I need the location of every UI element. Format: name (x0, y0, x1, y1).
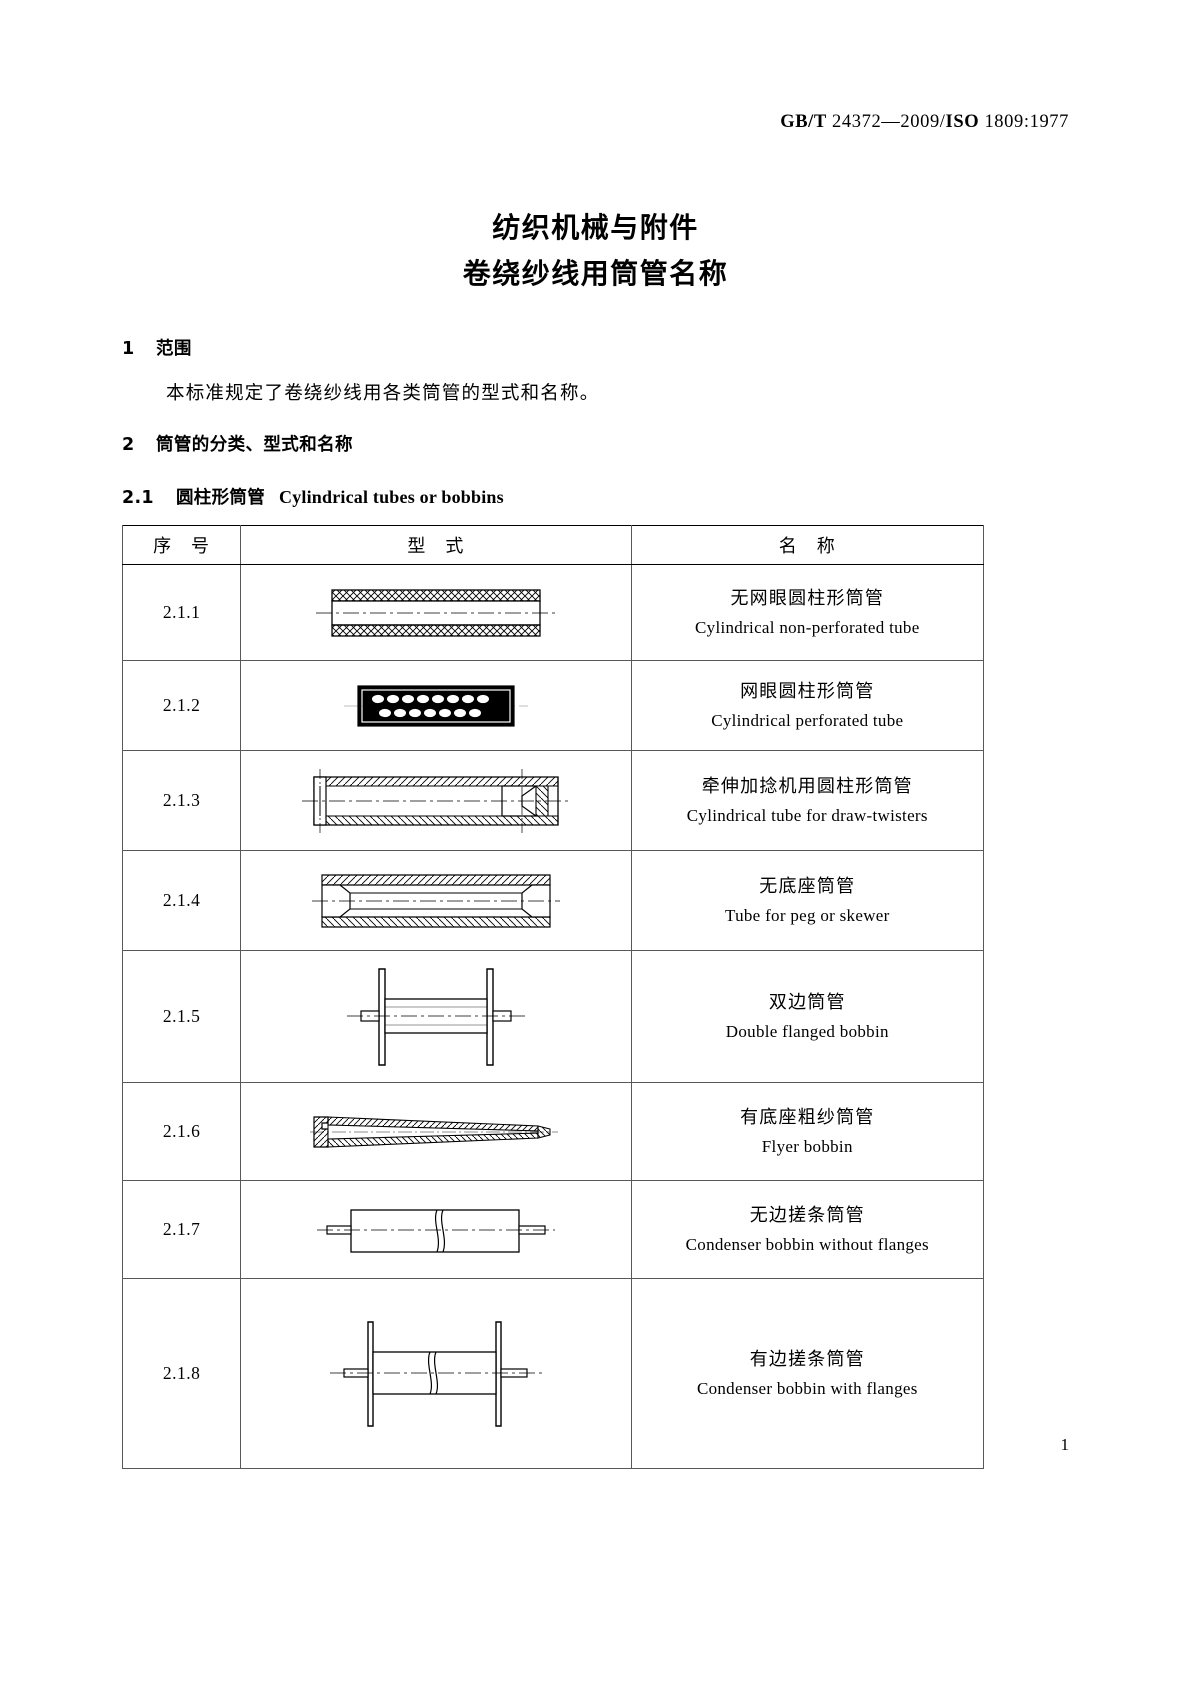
row-name-en: Condenser bobbin without flanges (685, 1234, 929, 1254)
running-header-iso: ISO (945, 112, 980, 132)
tube-classification-table: 序 号 型 式 名 称 2.1.1 (121, 525, 985, 1469)
running-header-gbt: GB/T (780, 112, 827, 132)
row-name-en: Cylindrical tube for draw-twisters (686, 805, 928, 825)
page-title: 纺织机械与附件 卷绕纱线用筒管名称 (0, 205, 1191, 297)
clause-2-heading: 2 筒管的分类、型式和名称 (122, 432, 1070, 458)
table-header-row: 序 号 型 式 名 称 (121, 525, 985, 565)
table-row: 2.1.2 (121, 660, 985, 751)
table-row: 2.1.3 (121, 750, 985, 851)
running-header-iso-number: 1809:1977 (979, 112, 1069, 132)
page-number: 1 (1060, 1435, 1070, 1454)
cylindrical-tube-draw-twisters-diagram (241, 763, 630, 839)
double-flanged-bobbin-diagram (241, 963, 630, 1071)
clause-2-1-title-en: Cylindrical tubes or bobbins (279, 487, 504, 507)
row-name: 有边搓条筒管 Condenser bobbin with flanges (630, 1278, 985, 1469)
title-line-1: 纺织机械与附件 (492, 211, 699, 244)
row-figure (240, 564, 632, 661)
row-figure (240, 1082, 632, 1181)
row-figure (240, 1278, 632, 1469)
cylindrical-perforated-tube-diagram (241, 678, 630, 734)
running-header-number: 24372—2009/ (826, 112, 946, 132)
column-header-serial: 序 号 (121, 525, 242, 565)
row-name-cn: 有底座粗纱筒管 (740, 1106, 875, 1127)
clause-2-1-number: 2.1 (122, 488, 154, 508)
row-name: 有底座粗纱筒管 Flyer bobbin (630, 1082, 985, 1181)
row-name: 双边筒管 Double flanged bobbin (630, 950, 985, 1083)
clause-1-heading: 1 范围 (122, 336, 1070, 362)
row-name-en: Flyer bobbin (761, 1136, 853, 1156)
clause-2-1-heading: 2.1 圆柱形筒管 Cylindrical tubes or bobbins (122, 484, 1070, 511)
row-name-cn: 牵伸加捻机用圆柱形筒管 (701, 775, 913, 796)
table-row: 2.1.4 (121, 850, 985, 951)
row-name-en: Tube for peg or skewer (724, 905, 890, 925)
row-serial-wrap: 2.1.6 (121, 1082, 242, 1181)
row-serial: 2.1.2 (121, 660, 242, 751)
table-row: 2.1.5 (121, 950, 985, 1083)
row-name: 无边搓条筒管 Condenser bobbin without flanges (630, 1180, 985, 1279)
row-name-en: Cylindrical perforated tube (711, 710, 904, 730)
table-row: 2.1.1 (121, 564, 985, 661)
clause-2-title: 筒管的分类、型式和名称 (156, 435, 353, 455)
condenser-bobbin-without-flanges-diagram (241, 1192, 630, 1268)
clause-2-1-title-cn: 圆柱形筒管 (176, 488, 265, 508)
table-row: 2.1.6 (121, 1082, 985, 1181)
row-name: 无底座筒管 Tube for peg or skewer (630, 850, 985, 951)
row-figure (240, 1180, 632, 1279)
row-serial: 2.1.6 (162, 1121, 201, 1141)
cylindrical-non-perforated-tube-diagram (241, 582, 630, 644)
row-name-cn: 无底座筒管 (759, 875, 856, 896)
row-name-cn: 无边搓条筒管 (749, 1204, 865, 1225)
row-name-cn: 无网眼圆柱形筒管 (730, 587, 885, 608)
running-header: GB/T 24372—2009/ISO 1809:1977 (780, 112, 1069, 133)
row-serial: 2.1.3 (121, 750, 242, 851)
clause-1-number: 1 (122, 339, 135, 359)
row-figure (240, 850, 632, 951)
row-name-en: Condenser bobbin with flanges (696, 1378, 918, 1398)
column-header-type: 型 式 (240, 525, 632, 565)
row-serial: 2.1.4 (121, 850, 242, 951)
row-serial: 2.1.1 (121, 564, 242, 661)
row-name-cn: 双边筒管 (768, 991, 846, 1012)
title-line-2: 卷绕纱线用筒管名称 (462, 257, 729, 290)
row-serial: 2.1.5 (121, 950, 242, 1083)
row-figure (240, 660, 632, 751)
clause-1-paragraph: 本标准规定了卷绕纱线用各类筒管的型式和名称。 (166, 384, 600, 404)
row-serial: 2.1.8 (121, 1278, 242, 1469)
row-name: 牵伸加捻机用圆柱形筒管 Cylindrical tube for draw-tw… (630, 750, 985, 851)
row-name: 网眼圆柱形筒管 Cylindrical perforated tube (630, 660, 985, 751)
row-name-cn: 网眼圆柱形筒管 (740, 680, 875, 701)
flyer-bobbin-diagram (241, 1107, 630, 1157)
row-name-cn: 有边搓条筒管 (749, 1348, 865, 1369)
clause-1-title: 范围 (156, 339, 192, 359)
clause-2-number: 2 (122, 435, 135, 455)
tube-for-peg-or-skewer-diagram (241, 863, 630, 939)
row-name-en: Double flanged bobbin (725, 1021, 889, 1041)
row-figure (240, 750, 632, 851)
row-figure (240, 950, 632, 1083)
row-name-en: Cylindrical non-perforated tube (695, 617, 920, 637)
row-name: 无网眼圆柱形筒管 Cylindrical non-perforated tube (630, 564, 985, 661)
column-header-name: 名 称 (630, 525, 985, 565)
table-row: 2.1.7 (121, 1180, 985, 1279)
table-row: 2.1.8 (121, 1278, 985, 1469)
row-serial: 2.1.7 (121, 1180, 242, 1279)
condenser-bobbin-with-flanges-diagram (241, 1314, 630, 1434)
